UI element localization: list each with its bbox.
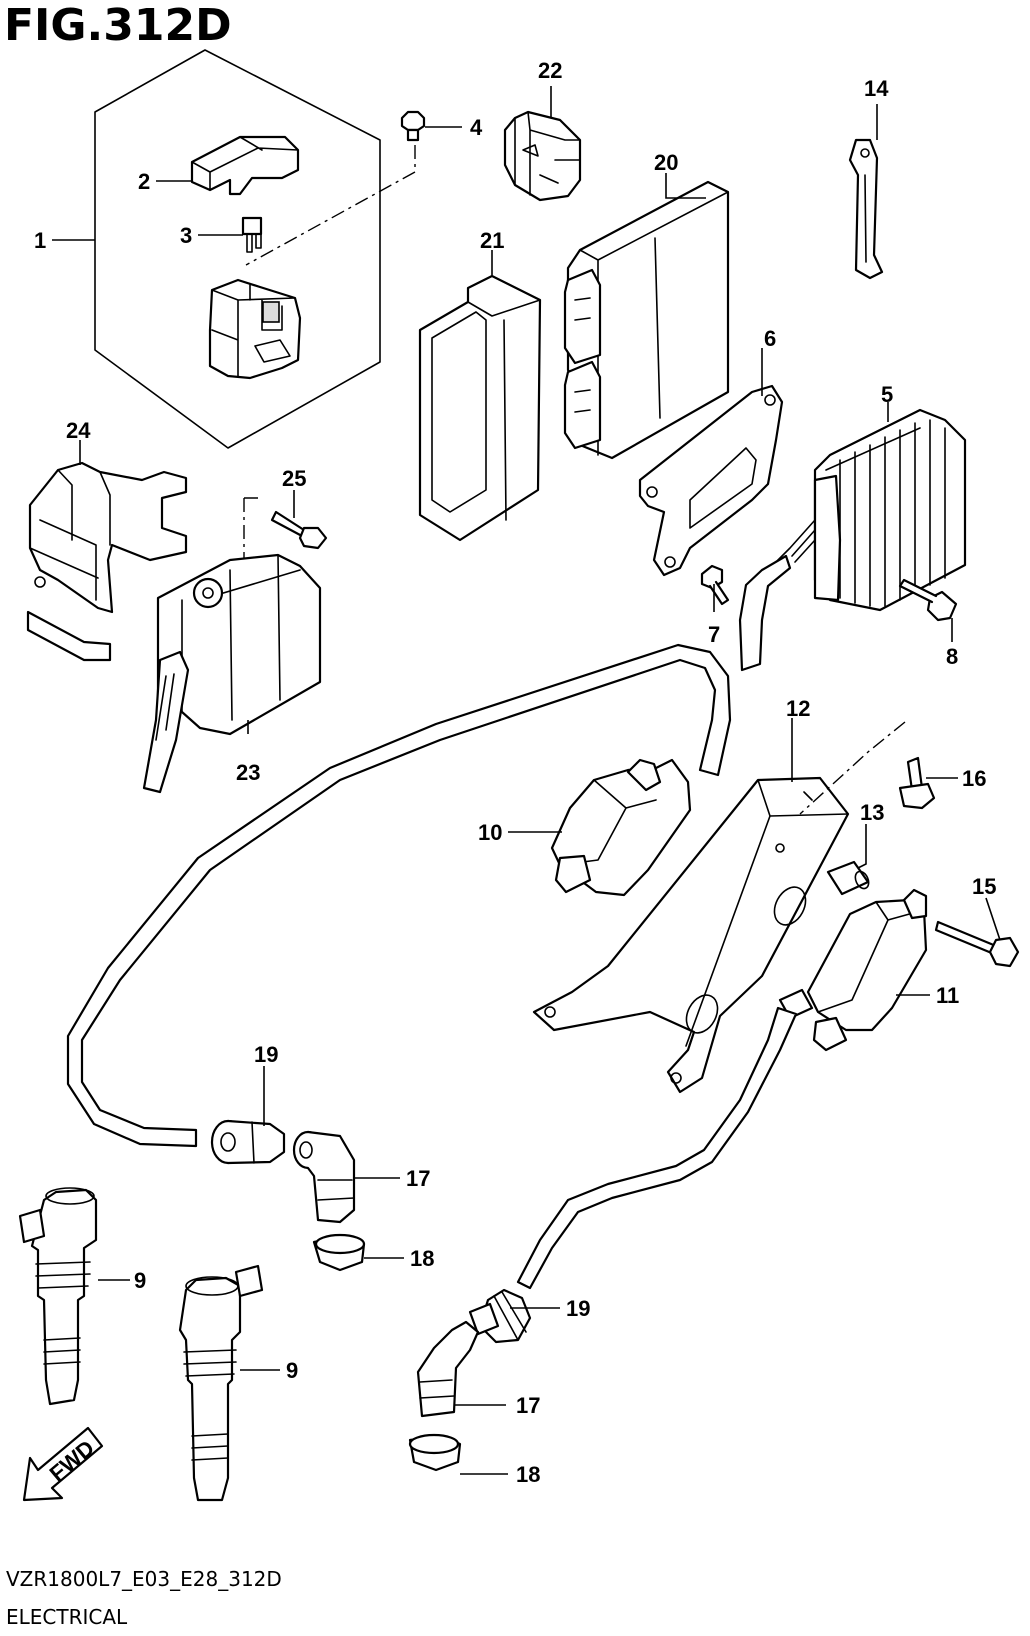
connector-relay-part-22[interactable] <box>503 110 582 202</box>
callout-19-lower: 19 <box>566 1296 590 1321</box>
bolt-part-4[interactable] <box>400 110 426 142</box>
callout-5: 5 <box>881 382 893 407</box>
fastener-path-line <box>799 721 906 815</box>
grommet-part-18-upper[interactable] <box>312 1233 366 1272</box>
boot-seal-part-19-lower[interactable] <box>468 1288 532 1344</box>
regulator-wire-harness[interactable] <box>738 554 792 672</box>
stick-coil-part-9-right[interactable] <box>178 1264 264 1502</box>
callout-9-upper: 9 <box>134 1268 146 1293</box>
callout-23: 23 <box>236 760 260 785</box>
callout-8: 8 <box>946 644 958 669</box>
callout-15: 15 <box>972 874 996 899</box>
callout-17-upper: 17 <box>406 1166 430 1191</box>
fastener-path-line <box>245 145 416 266</box>
assembly-bracket-outline <box>94 49 381 449</box>
coil-bracket-part-12[interactable] <box>532 776 850 1094</box>
ecm-cover-part-21[interactable] <box>418 274 542 542</box>
bolt-part-8[interactable] <box>898 578 958 622</box>
callout-13: 13 <box>860 800 884 825</box>
callout-12: 12 <box>786 696 810 721</box>
holder-bracket-part-24[interactable] <box>26 461 188 662</box>
callout-4: 4 <box>470 115 483 140</box>
callout-1: 1 <box>34 228 46 253</box>
control-unit-part-23[interactable] <box>142 553 322 794</box>
plug-cap-part-17-upper[interactable] <box>292 1130 356 1224</box>
figure-code-label: VZR1800L7_E03_E28_312D <box>6 1567 282 1591</box>
callout-20: 20 <box>654 150 678 175</box>
high-tension-cable-rear[interactable] <box>516 1006 798 1290</box>
bolt-part-15[interactable] <box>934 920 1020 968</box>
starter-relay-part[interactable] <box>208 278 302 380</box>
callout-9-lower: 9 <box>286 1358 298 1383</box>
ecm-part-20[interactable] <box>563 180 730 460</box>
callout-21: 21 <box>480 228 504 253</box>
callout-labels: 1 2 3 4 5 6 7 8 9 9 10 11 12 13 14 15 16… <box>34 58 996 1487</box>
stick-coil-part-9-left[interactable] <box>18 1187 98 1406</box>
callout-24: 24 <box>66 418 91 443</box>
figure-title: FIG.312D <box>4 0 232 51</box>
callout-3: 3 <box>180 223 192 248</box>
callout-18-lower: 18 <box>516 1462 540 1487</box>
spacer-part-13[interactable] <box>826 860 871 896</box>
ground-strap-part-14[interactable] <box>848 138 884 280</box>
high-tension-cable-front[interactable] <box>66 643 732 1148</box>
ignition-coil-part-10[interactable] <box>550 758 692 897</box>
callout-25: 25 <box>282 466 306 491</box>
callout-7: 7 <box>708 622 720 647</box>
callout-19-upper: 19 <box>254 1042 278 1067</box>
callout-11: 11 <box>936 983 959 1008</box>
boot-seal-part-19-upper[interactable] <box>210 1119 286 1165</box>
relay-cover-part[interactable] <box>190 135 300 196</box>
callout-10: 10 <box>478 820 502 845</box>
callout-18-upper: 18 <box>410 1246 434 1271</box>
bolt-part-16[interactable] <box>898 756 936 810</box>
grommet-part-18-lower[interactable] <box>408 1433 462 1472</box>
callout-14: 14 <box>864 76 889 101</box>
plug-cap-part-17-lower[interactable] <box>416 1320 480 1418</box>
fuse-part[interactable] <box>241 216 263 253</box>
section-label: ELECTRICAL <box>6 1605 128 1629</box>
bolt-part-7[interactable] <box>700 564 730 606</box>
bolt-part-25[interactable] <box>270 510 328 550</box>
forward-arrow-icon: FWD <box>22 1426 104 1502</box>
callout-16: 16 <box>962 766 986 791</box>
ignition-coil-part-11[interactable] <box>778 888 928 1052</box>
regulator-rectifier-part-5[interactable] <box>769 408 967 612</box>
mounting-bracket-part-6[interactable] <box>638 384 784 577</box>
callout-leader-lines <box>52 86 1001 1475</box>
callout-22: 22 <box>538 58 562 83</box>
callout-6: 6 <box>764 326 776 351</box>
callout-17-lower: 17 <box>516 1393 540 1418</box>
callout-2: 2 <box>138 169 150 194</box>
